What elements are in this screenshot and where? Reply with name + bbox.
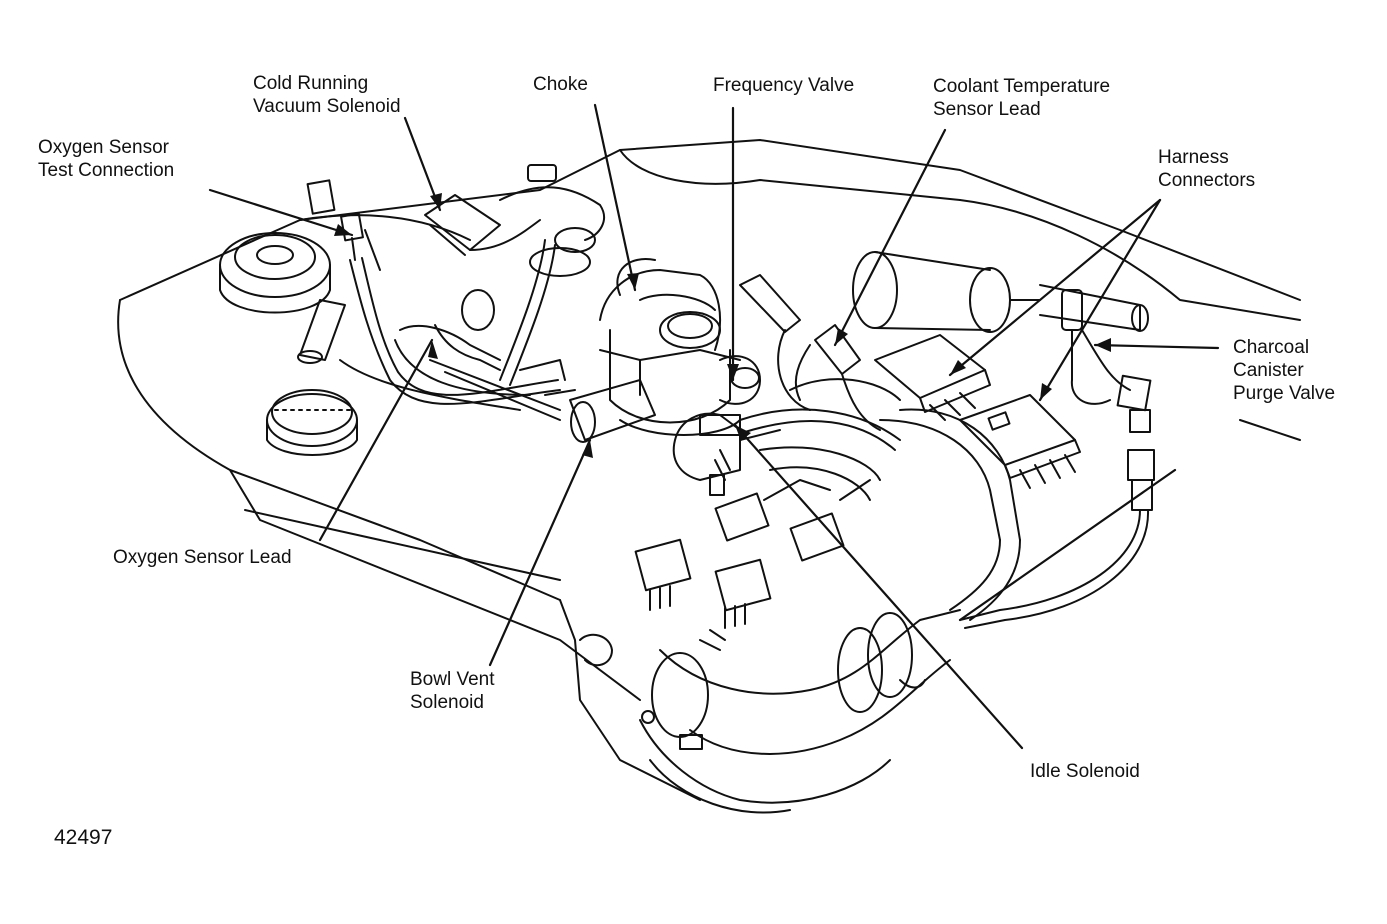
leader-charcoal-canister-purge-valve xyxy=(1093,343,1220,350)
charcoal-canister-purge-valve-body xyxy=(959,289,1155,629)
leader-coolant-temperature-sensor-lead xyxy=(833,128,947,347)
wiring-harness-left xyxy=(339,257,561,421)
label-choke: Choke xyxy=(533,74,588,95)
frequency-valve-connector xyxy=(739,274,811,411)
carburetor-body xyxy=(599,258,761,436)
cold-running-vacuum-solenoid xyxy=(424,164,605,386)
wiring-harness-center xyxy=(739,378,1021,621)
leader-lines xyxy=(208,103,1220,750)
label-frequency-valve: Frequency Valve xyxy=(713,75,855,96)
label-oxygen-sensor-lead: Oxygen Sensor Lead xyxy=(113,547,292,568)
leader-arrowheads xyxy=(334,193,1111,458)
leader-purge-line xyxy=(958,468,1177,622)
filler-cap xyxy=(266,389,358,456)
coolant-sensor-connector xyxy=(794,324,881,431)
leader-oxygen-sensor-test-connection xyxy=(208,188,354,237)
leader-bowl-vent-solenoid xyxy=(488,438,592,667)
leader-idle-solenoid xyxy=(733,423,1024,750)
label-cold-running-vacuum-solenoid: Cold Running Vacuum Solenoid xyxy=(253,73,401,117)
leader-oxygen-sensor-lead xyxy=(318,338,434,542)
leader-choke xyxy=(593,103,637,292)
leader-harness-connectors-2 xyxy=(1038,198,1162,402)
bowl-vent-solenoid-body xyxy=(544,379,656,443)
label-oxygen-sensor-test-connection: Oxygen Sensor Test Connection xyxy=(38,137,175,181)
figure-number: 42497 xyxy=(54,826,113,849)
misc-details xyxy=(434,289,731,667)
label-idle-solenoid: Idle Solenoid xyxy=(1030,761,1140,782)
engine-bay-outline xyxy=(117,139,1301,801)
label-harness-connectors: Harness Connectors xyxy=(1158,147,1256,191)
air-inlet-hose xyxy=(639,609,961,814)
leader-cold-running-vacuum-solenoid xyxy=(403,116,442,212)
label-bowl-vent-solenoid: Bowl Vent Solenoid xyxy=(410,669,495,713)
canister-tube xyxy=(852,251,1149,333)
label-coolant-temperature-sensor-lead: Coolant Temperature Sensor Lead xyxy=(933,76,1111,120)
leader-harness-connectors-1 xyxy=(948,198,1162,377)
harness-connector-blocks xyxy=(874,334,1081,489)
center-connectors xyxy=(634,479,871,629)
air-cleaner-assembly xyxy=(219,232,346,364)
label-charcoal-canister-purge-valve: Charcoal Canister Purge Valve xyxy=(1233,337,1336,404)
